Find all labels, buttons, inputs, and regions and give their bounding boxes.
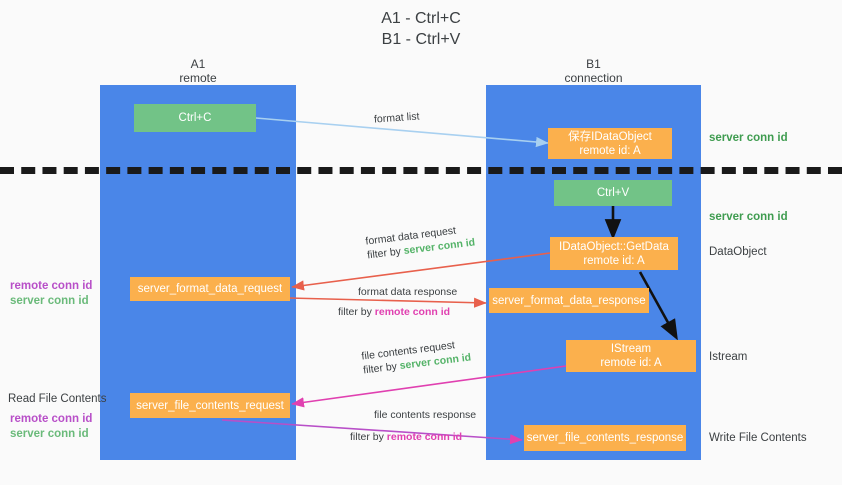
filter-prefix: filter by: [338, 306, 375, 318]
edge-label-format-data-response: format data response filter by remote co…: [338, 285, 458, 319]
label-server-conn-id-top: server conn id: [709, 132, 788, 144]
node-save-idataobject-label: 保存IDataObject: [568, 130, 652, 143]
node-getdata-label: IDataObject::GetData: [559, 240, 669, 253]
node-server-format-data-response[interactable]: server_format_data_response: [489, 288, 649, 313]
node-getdata-id: remote id: A: [583, 254, 645, 267]
node-save-idataobject[interactable]: 保存IDataObject remote id: A: [548, 128, 672, 159]
node-ctrl-c[interactable]: Ctrl+C: [134, 104, 256, 132]
label-dataobject: DataObject: [709, 246, 767, 258]
edge-label-format-data-response-text: format data response: [358, 286, 458, 298]
node-save-idataobject-id: remote id: A: [579, 144, 641, 157]
lane-a1-name: A1: [190, 57, 206, 71]
node-ctrl-v[interactable]: Ctrl+V: [554, 180, 672, 206]
filter-prefix: filter by: [362, 360, 401, 377]
label-remote-conn-id-upper: remote conn id: [10, 280, 93, 292]
node-istream[interactable]: IStream remote id: A: [566, 340, 696, 372]
label-server-conn-id-upper: server conn id: [10, 295, 89, 307]
node-istream-label: IStream: [610, 343, 652, 355]
filter-prefix: filter by: [366, 245, 405, 262]
title-line-1: A1 - Ctrl+C: [381, 10, 461, 27]
label-conn-ids-upper: remote conn id server conn id: [10, 279, 92, 309]
label-remote-conn-id-lower: remote conn id: [10, 413, 93, 425]
lane-b1-name: B1: [586, 57, 601, 71]
node-server-format-data-response-label: server_format_data_response: [492, 294, 646, 307]
edge-label-format-data-response-filter: filter by remote conn id: [338, 305, 457, 319]
node-server-format-data-request-label: server_format_data_request: [137, 283, 283, 295]
edge-label-file-contents-response-filter: filter by remote conn id: [350, 430, 476, 444]
lane-header-b1: B1 connection: [486, 57, 701, 85]
lane-b1-sub: connection: [564, 71, 623, 85]
phase-divider: [0, 167, 842, 174]
title-line-2: B1 - Ctrl+V: [381, 31, 461, 48]
diagram-title: A1 - Ctrl+C B1 - Ctrl+V: [0, 8, 842, 50]
node-ctrl-v-label: Ctrl+V: [596, 187, 630, 199]
label-istream: Istream: [709, 351, 748, 363]
node-server-file-contents-request[interactable]: server_file_contents_request: [130, 393, 290, 418]
filter-value-remote-conn-id: remote conn id: [386, 431, 463, 443]
lane-header-a1: A1 remote: [100, 57, 296, 85]
lane-a1-sub: remote: [179, 71, 217, 85]
node-server-format-data-request[interactable]: server_format_data_request: [130, 277, 290, 301]
edge-label-file-contents-request: file contents request filter by server c…: [361, 336, 472, 377]
node-server-file-contents-response[interactable]: server_file_contents_response: [524, 425, 686, 451]
label-server-conn-id-lower: server conn id: [10, 428, 89, 440]
label-write-file-contents: Write File Contents: [709, 432, 807, 444]
edge-label-format-data-request: format data request filter by server con…: [365, 221, 476, 262]
label-server-conn-id-mid: server conn id: [709, 211, 788, 223]
label-conn-ids-lower: remote conn id server conn id: [10, 412, 92, 442]
node-server-file-contents-request-label: server_file_contents_request: [136, 399, 284, 412]
node-istream-id: remote id: A: [600, 357, 662, 369]
node-server-file-contents-response-label: server_file_contents_response: [526, 432, 684, 444]
edge-label-file-contents-response: file contents response filter by remote …: [350, 408, 477, 444]
edge-label-file-contents-response-text: file contents response: [374, 409, 477, 421]
edge-label-format-list: format list: [374, 109, 420, 126]
filter-prefix: filter by: [350, 431, 387, 443]
node-getdata[interactable]: IDataObject::GetData remote id: A: [550, 237, 678, 270]
edge-label-format-list-text: format list: [373, 110, 420, 126]
label-read-file-contents: Read File Contents: [8, 393, 107, 405]
node-ctrl-c-label: Ctrl+C: [178, 112, 212, 124]
filter-value-remote-conn-id: remote conn id: [374, 306, 451, 318]
